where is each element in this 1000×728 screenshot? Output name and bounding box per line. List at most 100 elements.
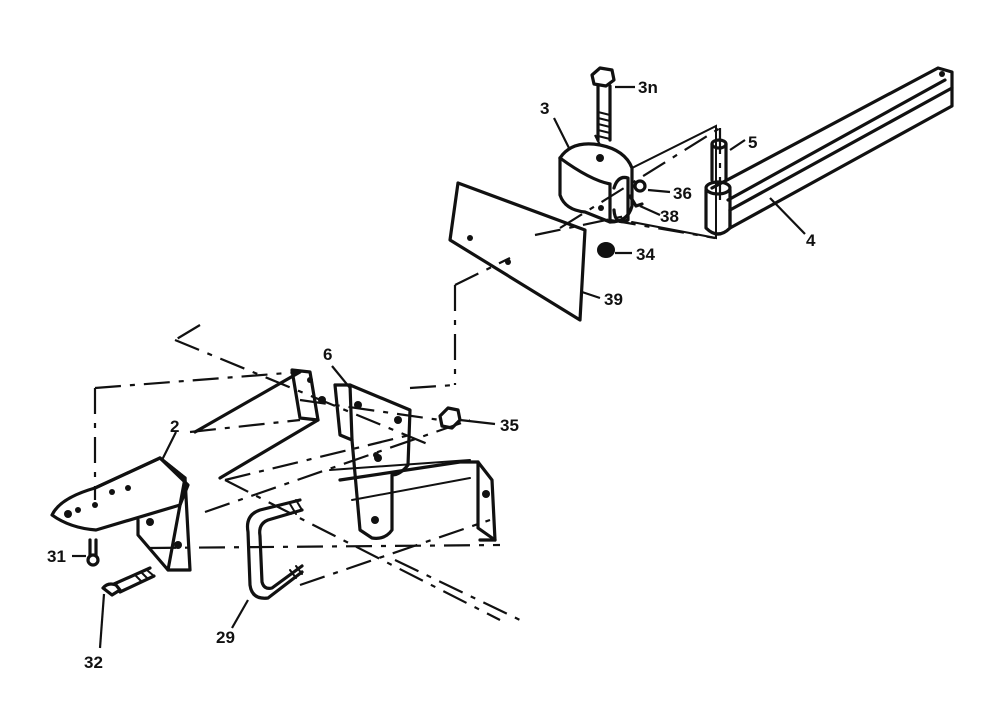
bracket-top-edge [93, 456, 187, 490]
nut-34 [597, 242, 615, 258]
callout-29: 29 [216, 628, 235, 647]
bracket-hole [174, 541, 182, 549]
callout-6: 6 [323, 345, 332, 364]
leader-lines [72, 85, 806, 649]
callout-38: 38 [660, 207, 679, 226]
bolt-head [590, 66, 616, 88]
frame-hole [307, 377, 313, 383]
bracket-slot [612, 175, 630, 224]
arm-sleeve [704, 188, 732, 236]
bracket-hole [109, 489, 115, 495]
part-34-nut [597, 242, 615, 258]
leader-6 [331, 365, 351, 389]
callout-31: 31 [47, 547, 66, 566]
callout-30: 3n [638, 78, 658, 97]
assembly-line [559, 127, 721, 229]
part-39-plate [448, 181, 587, 322]
pin-body [710, 142, 728, 182]
ubolt-thread [289, 499, 303, 579]
bracket-side-edge [166, 476, 187, 572]
ubolt-outer [245, 498, 304, 600]
part-30-bolt [590, 66, 616, 142]
callout-36: 36 [673, 184, 692, 203]
nut-35 [438, 406, 462, 430]
assembly-line [454, 257, 511, 286]
bracket-hole [146, 518, 154, 526]
part-32-bolt [101, 566, 156, 597]
leader-29 [231, 599, 249, 629]
arm-edge [726, 78, 947, 202]
frame-hole [482, 490, 490, 498]
callout-labels: 3n 3 5 4 36 38 34 39 6 35 2 31 32 29 [47, 78, 816, 672]
callout-35: 35 [500, 416, 519, 435]
part-31-bolt [86, 538, 100, 567]
callout-4: 4 [806, 231, 816, 250]
plate-outline [448, 181, 587, 322]
part-29-ubolt [245, 452, 379, 600]
bolt-31-head [86, 553, 100, 567]
part-5-pin [710, 138, 728, 182]
leader-2 [161, 431, 177, 461]
part-4-arm [704, 66, 954, 236]
bolt-32-head [101, 582, 122, 597]
bracket-hole [75, 507, 81, 513]
bracket-front [558, 156, 612, 224]
frame-edge [218, 418, 320, 480]
gusset-hole [371, 516, 379, 524]
bracket-hole [125, 485, 131, 491]
assembly-line [224, 433, 411, 482]
ubolt-inner [258, 508, 304, 590]
bolt-32-thread [135, 570, 155, 583]
callout-39: 39 [604, 290, 623, 309]
bracket-top [558, 142, 634, 224]
part-2-bracket [50, 456, 192, 572]
assembly-line [299, 518, 491, 587]
arm-side-face [728, 86, 954, 230]
assembly-line [534, 213, 631, 237]
part-36-washer [633, 179, 647, 193]
part-38-spring [628, 194, 644, 208]
frame-bar [193, 368, 497, 542]
assembly-line [394, 559, 521, 621]
part-3-bracket [558, 124, 717, 240]
assembly-line [149, 543, 501, 550]
part-36-38-fasteners [628, 179, 647, 208]
callout-2: 2 [170, 417, 179, 436]
plate-hole [467, 235, 473, 241]
bracket-hole [64, 510, 72, 518]
part-6-gusset [333, 383, 412, 540]
gusset-edge [333, 383, 354, 442]
ubolt-hole [373, 452, 379, 458]
leader-4 [769, 197, 806, 235]
gusset-outline [348, 383, 412, 540]
leader-38 [639, 204, 661, 217]
bracket-hole [596, 154, 604, 162]
callout-3: 3 [540, 99, 549, 118]
frame-edge [193, 370, 302, 434]
leader-32 [98, 593, 106, 649]
bolt-31-shank [88, 538, 98, 558]
assembly-line [224, 479, 501, 621]
bracket-top-plate [50, 456, 190, 532]
arm-top-face [710, 66, 954, 212]
leader-39 [581, 290, 601, 300]
arm-sleeve-top [704, 180, 732, 196]
leader-3 [553, 117, 571, 151]
bracket-plate-outline [631, 124, 717, 240]
leader-35 [459, 418, 496, 426]
assembly-line [174, 324, 201, 341]
callout-5: 5 [748, 133, 757, 152]
frame-end-plate [290, 368, 320, 422]
gusset-hole [354, 401, 362, 409]
assembly-line [94, 370, 301, 390]
leader-5 [729, 139, 746, 151]
bracket-side-plate [136, 456, 192, 572]
callout-34: 34 [636, 245, 655, 264]
plate-hole [505, 259, 511, 265]
leader-36 [647, 188, 671, 194]
bolt-thread [597, 111, 611, 140]
bracket-edge [558, 156, 612, 186]
frame-channel-edge [476, 460, 497, 542]
bracket-hole [92, 502, 98, 508]
